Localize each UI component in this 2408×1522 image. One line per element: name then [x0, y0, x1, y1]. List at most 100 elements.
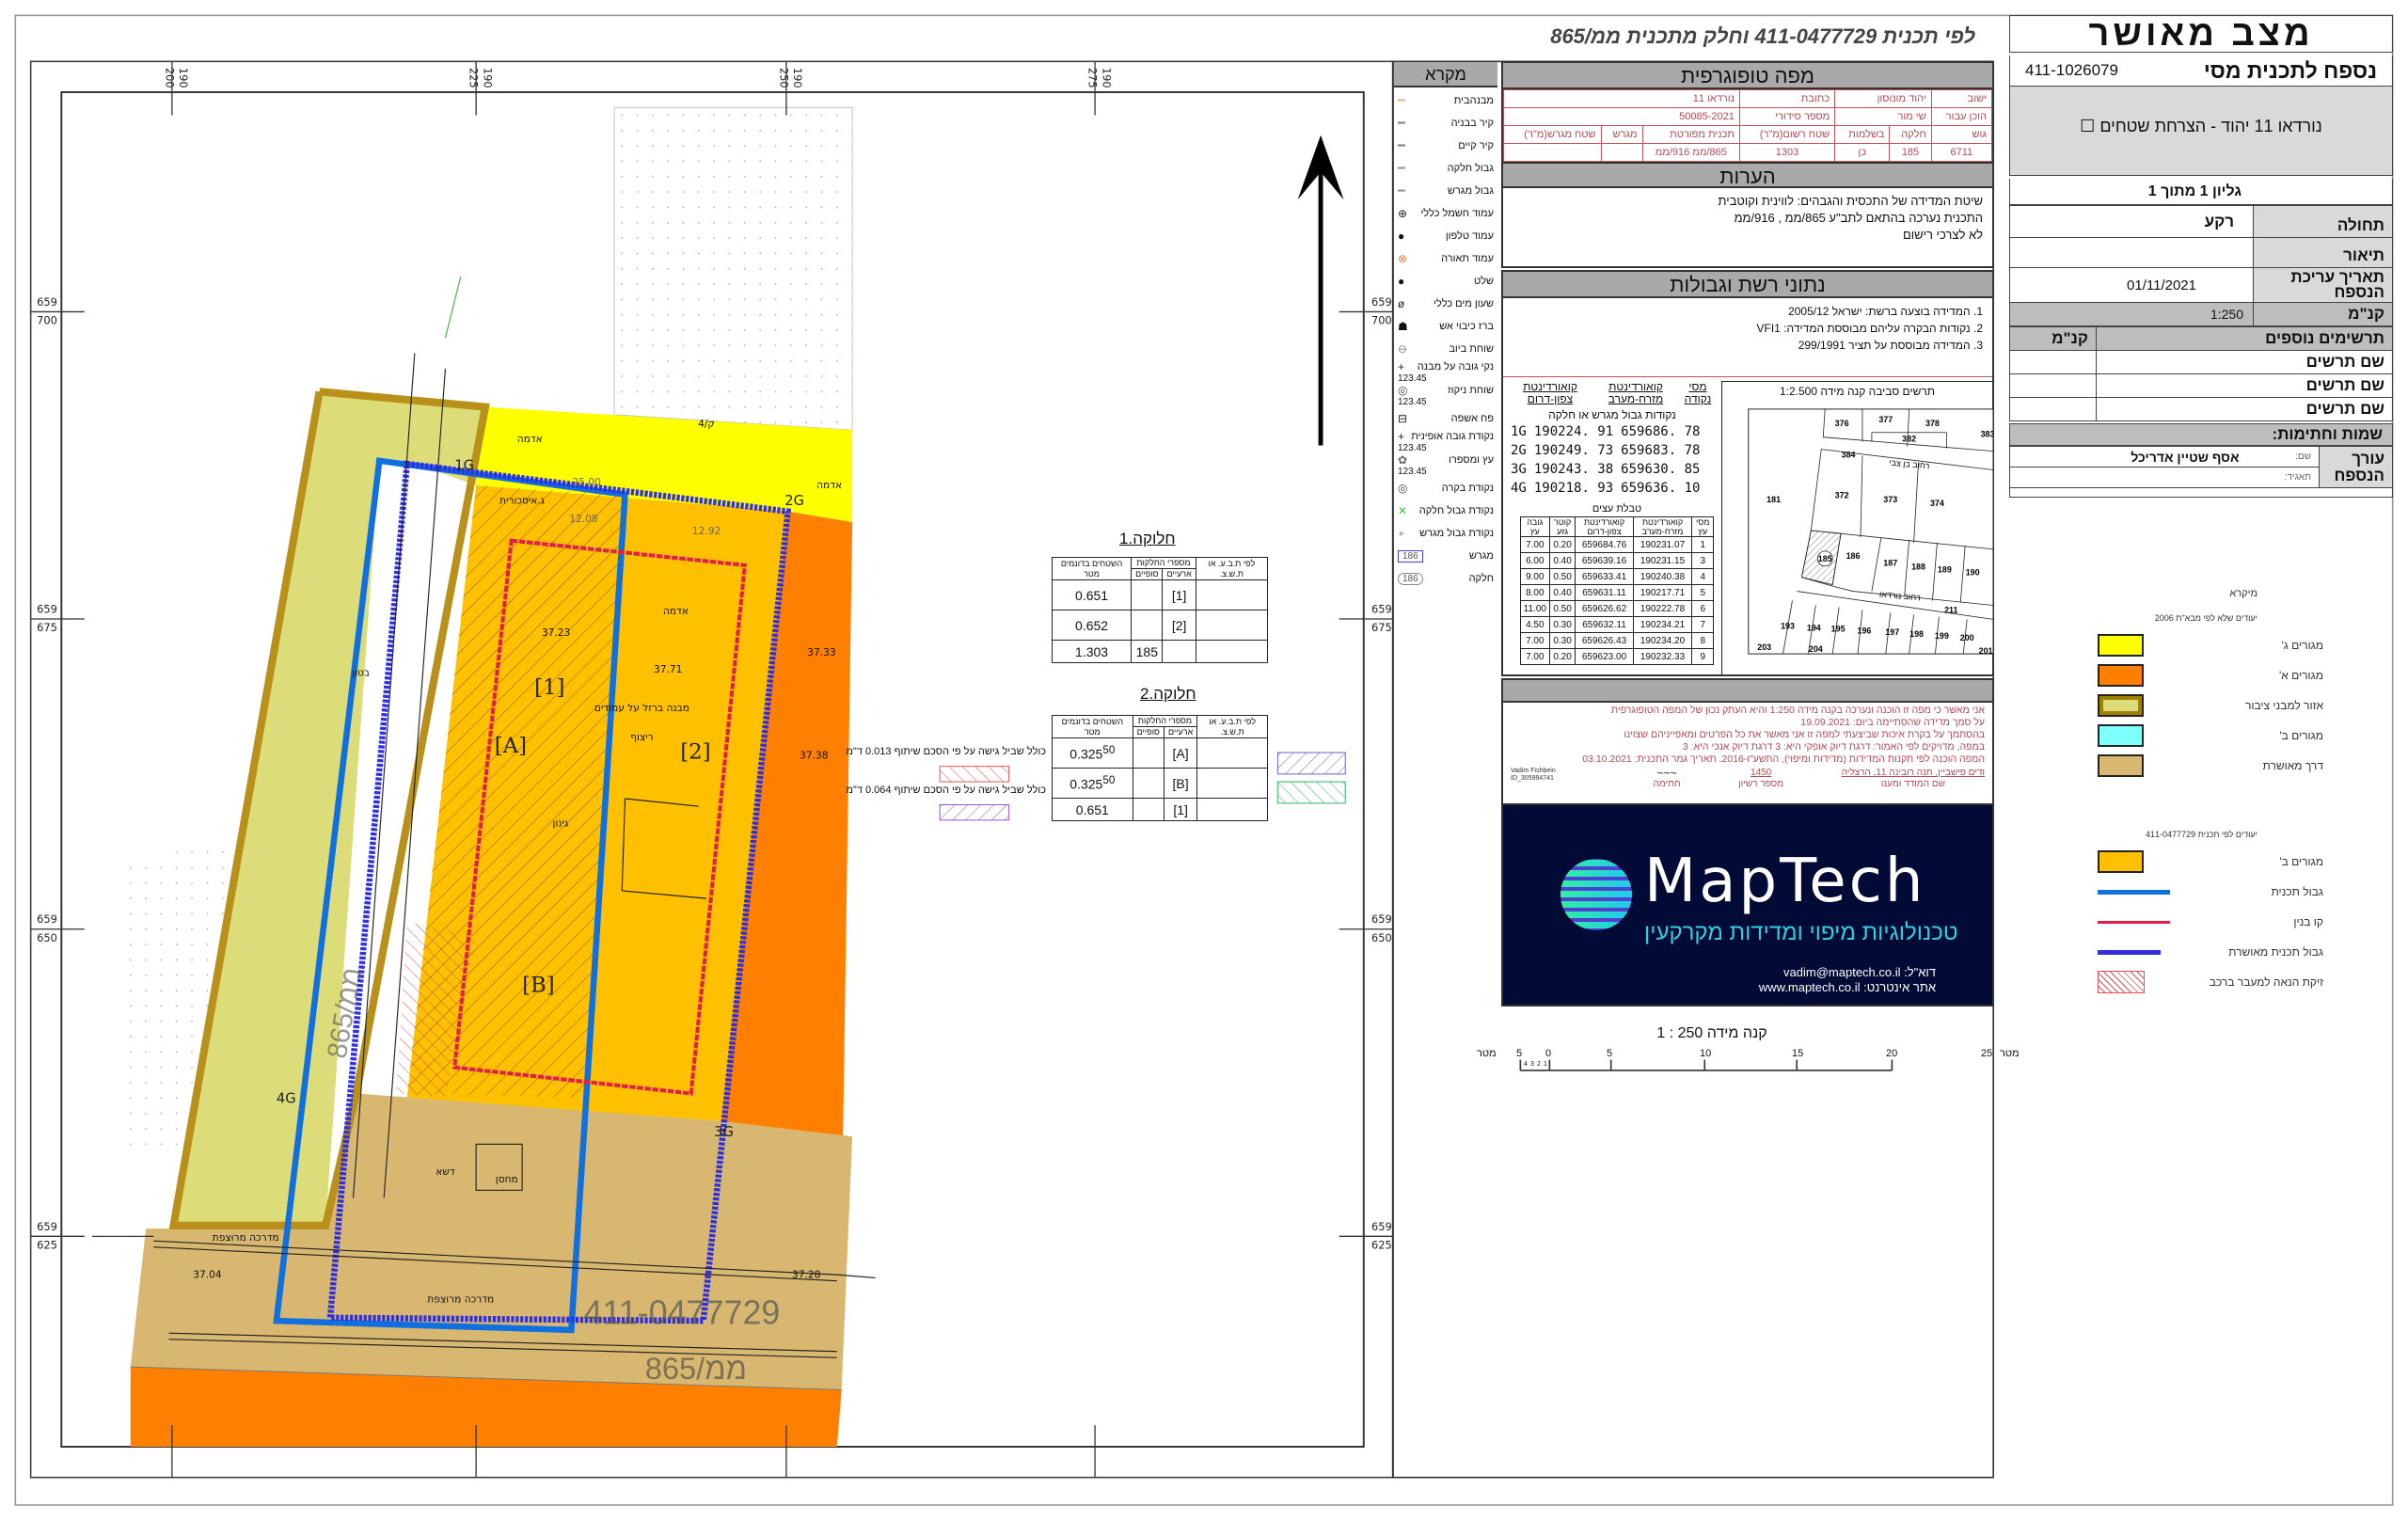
symbol-label: עמוד טלפון — [1445, 230, 1494, 242]
vicinity-parcel-number: 372 — [1835, 490, 1849, 499]
company-name: MapTech — [1644, 847, 1926, 916]
grid-x-label: 250 — [777, 68, 790, 88]
symbol-label: נקודת גבול חלקה — [1418, 505, 1494, 516]
map-label: 37.28 — [792, 1268, 821, 1280]
cell — [1162, 640, 1196, 663]
label: הוכן עבור — [1930, 107, 1993, 126]
grid-x-label: 190 — [791, 68, 804, 88]
zoning-swatch — [2098, 971, 2145, 993]
legend-symbol-icon: ◎ — [1398, 384, 1408, 397]
symbol-legend-item: נקודת בקרה◎ — [1394, 477, 1497, 499]
extra-item: שם תרשים — [2096, 373, 2393, 398]
zoning-label: מגורים ג' — [2281, 639, 2323, 652]
company-email[interactable]: דוא"ל: vadim@maptech.co.il — [1783, 965, 1936, 979]
company-website[interactable]: אתר אינטרנט: www.maptech.co.il — [1758, 980, 1936, 994]
coord-cell: 190243. 38 — [1533, 462, 1614, 477]
zone-approved-road — [130, 1093, 853, 1390]
grid-y-label: 659 — [37, 912, 57, 926]
symbol-label: נקי גובה על מבנה — [1417, 361, 1494, 373]
symbol-label: עמוד תאורה — [1441, 253, 1494, 264]
grid-y-label: 659 — [1371, 602, 1392, 615]
symbol-label: עמוד חשמל כללי — [1420, 208, 1494, 219]
col-header: לפי ת.ב.ע. או ת.ש.צ. — [1195, 557, 1269, 580]
zoning-label: קו בנין — [2293, 915, 2323, 928]
boundary-point: 1G — [454, 458, 474, 474]
topo-col-header: גוש — [1930, 125, 1993, 144]
easement-swatch-red — [939, 766, 1010, 783]
tree-cell: 0.30 — [1548, 632, 1576, 649]
sheet-frame — [14, 14, 2394, 1506]
vicinity-parcel-number: 195 — [1831, 624, 1846, 633]
vicinity-parcel-number: 197 — [1885, 627, 1899, 637]
topo-col-header: תכנית מפורטת — [1641, 125, 1740, 144]
symbol-label: נקודת בקרה — [1441, 483, 1494, 494]
zoning-label: גבול תכנית — [2271, 885, 2324, 898]
zone-residential-a — [706, 511, 853, 1229]
zoning-legend-item: מגורים א' — [2098, 660, 2323, 690]
zone-residential-c — [476, 406, 853, 523]
label: מספר סידורי — [1738, 107, 1836, 126]
field-label: תאריך עריכת הנספח — [2253, 267, 2393, 303]
field-value: 1:250 — [2009, 302, 2254, 326]
field-label: תחולה — [2253, 205, 2393, 238]
tree-cell: 0.20 — [1548, 648, 1576, 665]
grid-y-label: 675 — [1371, 621, 1392, 634]
symbol-legend-item: שלט● — [1394, 270, 1497, 293]
symbol-legend-item: שוחת ביוב⊖ — [1394, 338, 1497, 360]
north-arrow-icon — [1297, 135, 1344, 446]
cell: [2] — [1162, 610, 1196, 641]
topo-cell: 1303 — [1738, 143, 1836, 162]
tree-cell: 659626.43 — [1575, 632, 1634, 649]
map-label: מבנה ברזל על עמודים — [594, 702, 689, 714]
grid-x-label: 190 — [1100, 68, 1113, 88]
zoning-swatch — [2098, 754, 2144, 777]
zoning-label: מגורים ב' — [2279, 855, 2323, 868]
tree-cell: 11.00 — [1520, 600, 1550, 617]
prepared-for-value: שי מור — [1834, 107, 1932, 126]
building-line — [452, 538, 748, 1096]
grid-y-label: 659 — [1371, 1220, 1392, 1233]
field-value: 01/11/2021 — [2009, 267, 2254, 303]
col-header: לפי ת.ב.ע. או ת.ש.צ. — [1196, 715, 1268, 738]
serial-value: 50085-2021 — [1503, 107, 1740, 126]
map-label: 37.04 — [193, 1268, 222, 1280]
zoning-legend-item: מגורים ב' — [2098, 721, 2323, 751]
grid-y-label: 625 — [1371, 1238, 1392, 1251]
extra-item: שם תרשים — [2096, 397, 2393, 421]
zoning-swatch — [2098, 724, 2144, 747]
grid-x-label: 225 — [467, 68, 481, 88]
map-label: 37.23 — [542, 626, 570, 639]
vicinity-parcel-number: 186 — [1846, 551, 1861, 561]
col-header: מסי נקודה — [1684, 380, 1712, 405]
notes-list: שיטת המדידה של התכסית והגבהים: לווינית ו… — [1503, 188, 1992, 248]
topo-cell: 6711 — [1930, 143, 1993, 162]
symbol-label: חלקה — [1468, 573, 1494, 584]
cell: [1] — [1163, 798, 1198, 821]
vicinity-parcel-number: 201 — [1979, 646, 1993, 656]
map-label: 37.71 — [654, 663, 682, 675]
tree-cell: 659632.11 — [1575, 616, 1634, 633]
legend-symbol-icon: ● — [1398, 230, 1405, 243]
cell: 185 — [1131, 640, 1164, 663]
status-title: מצב מאושר — [2009, 15, 2393, 53]
vicinity-parcel-number: 211 — [1944, 605, 1957, 614]
grid-x-label: 190 — [481, 68, 494, 88]
coord-cell: 659636. 10 — [1621, 481, 1701, 496]
note-line: שיטת המדידה של התכסית והגבהים: לווינית ו… — [1718, 194, 1984, 208]
symbol-legend: מקרא מבנהבית━קיר בבניה━קיר קיים━גבול חלק… — [1394, 62, 1497, 608]
legend-symbol-icon: ☗ — [1398, 320, 1408, 333]
symbol-legend-item: נקי גובה על מבנה+123.45 — [1394, 360, 1497, 384]
tree-col-header: מסי עץ — [1691, 516, 1714, 537]
company-banner: MapTech טכנולוגיות מיפוי ומדידות מקרקעין… — [1501, 803, 1994, 1007]
symbol-label: מגרש — [1468, 550, 1494, 562]
tree-cell: 659633.41 — [1575, 568, 1634, 585]
